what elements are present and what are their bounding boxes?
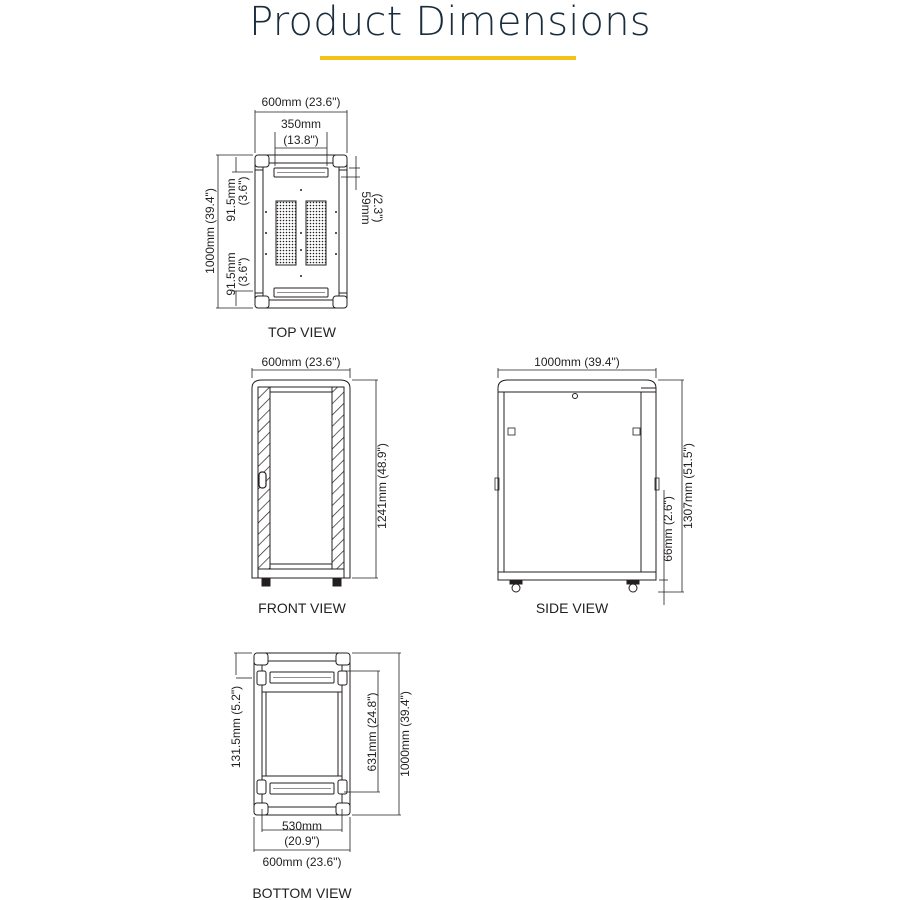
bottom-view-hole-spacing-label: 631mm (24.8") (365, 693, 379, 772)
side-view-cabinet-outline (497, 379, 657, 581)
side-view-brackets (494, 427, 660, 491)
bottom-view: 131.5mm (5.2") 631mm (24.8") 1000mm (39.… (229, 652, 412, 900)
side-view-total-height-label: 1307mm (51.5") (681, 443, 695, 529)
top-view-front-offset-in: (3.6") (236, 177, 250, 206)
bottom-view-hole-spacing-dimension (344, 670, 380, 793)
bottom-view-width-dimensions (253, 809, 351, 852)
side-view-label: SIDE VIEW (536, 600, 609, 616)
top-view-rear-offset-mm: 91.5mm (224, 252, 238, 295)
side-view-depth-label: 1000mm (39.4") (534, 355, 620, 369)
top-view-depth-dimension (216, 154, 253, 309)
top-view-rear-offset-in: (3.6") (236, 258, 250, 287)
side-view-height-dimension (658, 379, 684, 593)
front-view-cabinet-outline (251, 379, 351, 579)
top-view-rail-dimension (341, 156, 360, 190)
front-view-height-dimension (352, 379, 378, 579)
top-view-inner-width-mm: 350mm (281, 117, 321, 131)
top-view-rear-slot (273, 287, 329, 298)
top-view-label: TOP VIEW (268, 324, 337, 340)
top-view-mount-holes (265, 189, 337, 277)
top-view-vent-right (305, 200, 327, 266)
side-view-casters (509, 579, 640, 593)
front-view-width-dimension (251, 368, 351, 378)
top-view-rail-in: (2.3") (371, 194, 385, 223)
front-view-casters (261, 577, 342, 587)
front-view-label: FRONT VIEW (258, 600, 346, 616)
side-view-lock (572, 393, 578, 399)
side-view-caster-height-label: 66mm (2.6") (661, 496, 675, 562)
top-view-front-slot (273, 167, 329, 178)
bottom-view-inner-width-in: (20.9") (284, 834, 320, 848)
top-view-width-dimension (254, 110, 348, 166)
bottom-view-width-label: 600mm (23.6") (263, 855, 342, 869)
bottom-view-cabinet-outline (253, 652, 351, 816)
top-view: 600mm (23.6") 350mm (13.8") 1000mm (39.4… (203, 95, 385, 340)
front-view-door-handle (258, 471, 267, 489)
title-underline (320, 56, 576, 60)
front-view-width-label: 600mm (23.6") (262, 355, 341, 369)
front-view-height-label: 1241mm (48.9") (375, 443, 389, 529)
bottom-view-front-offset-label: 131.5mm (5.2") (229, 686, 243, 768)
side-view: 1000mm (39.4") 1307mm (51.5") 66mm (2.6"… (494, 355, 695, 616)
side-view-caster-dimension (659, 490, 668, 605)
bottom-view-rear-slot (269, 782, 335, 795)
top-view-front-offset-mm: 91.5mm (224, 178, 238, 221)
top-view-inner-width-in: (13.8") (283, 133, 319, 147)
top-view-vent-left (275, 200, 297, 266)
side-view-depth-dimension (497, 368, 657, 378)
bottom-view-depth-label: 1000mm (39.4") (398, 691, 412, 777)
top-view-rail-mm: 59mm (359, 191, 373, 224)
front-view: 600mm (23.6") 1241mm (48.9") FRONT VIEW (251, 355, 389, 616)
top-view-width-label: 600mm (23.6") (262, 95, 341, 109)
page-title: Product Dimensions (249, 0, 651, 45)
bottom-view-caster-plates (256, 670, 348, 795)
bottom-view-depth-dimension (352, 652, 401, 816)
bottom-view-inner-width-mm: 530mm (282, 819, 322, 833)
top-view-cabinet-outline (254, 154, 348, 309)
bottom-view-front-slot (269, 671, 335, 684)
bottom-view-label: BOTTOM VIEW (252, 885, 352, 900)
top-view-depth-label: 1000mm (39.4") (203, 188, 217, 274)
bottom-view-left-dimension (234, 652, 252, 679)
